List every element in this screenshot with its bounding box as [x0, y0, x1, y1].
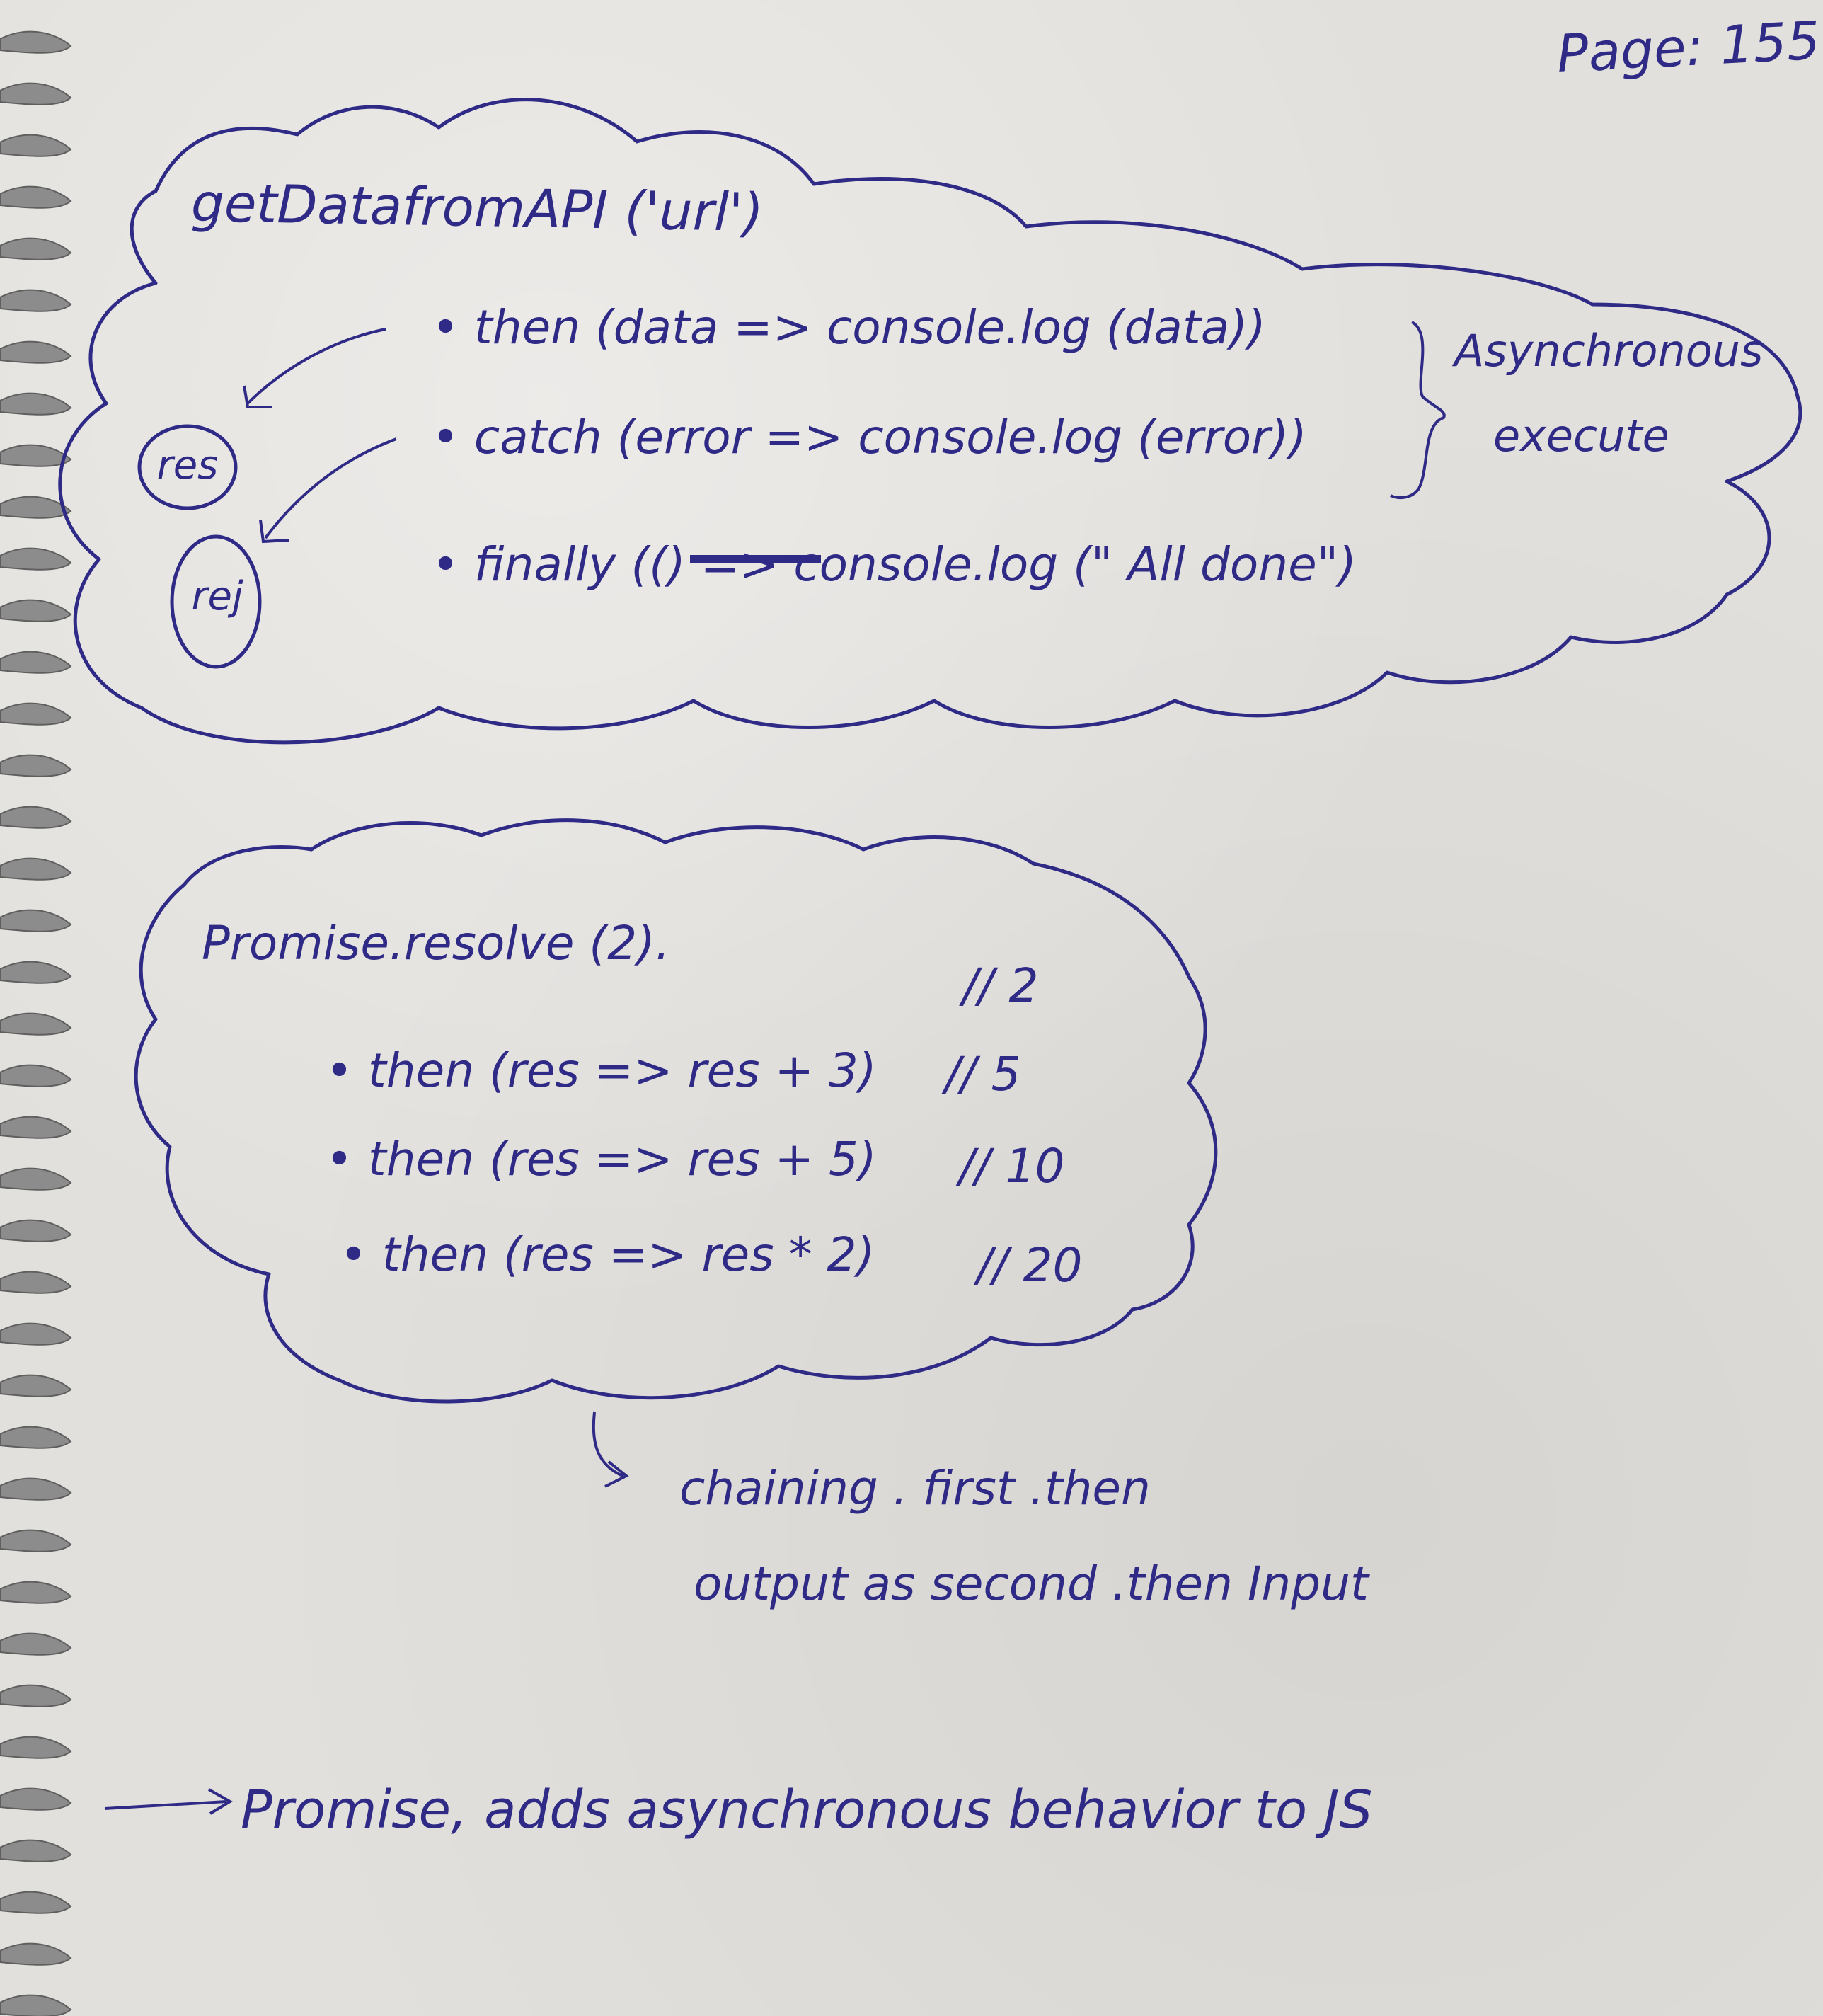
spiral-ring: [0, 754, 72, 777]
spiral-ring: [0, 1787, 72, 1811]
spiral-ring: [0, 1994, 72, 2016]
spiral-ring: [0, 1684, 72, 1707]
spiral-ring: [0, 1064, 72, 1087]
cloud2-comment-2: // 5: [945, 1047, 1021, 1101]
spiral-ring: [0, 1477, 72, 1501]
spiral-ring: [0, 340, 72, 364]
spiral-ring: [0, 1167, 72, 1191]
footer-arrow: [104, 1800, 227, 1810]
cloud2-comment-3: // 10: [959, 1139, 1065, 1193]
spiral-ring: [0, 961, 72, 984]
footer-arrow-head: [208, 1788, 233, 1815]
spiral-ring: [0, 857, 72, 881]
cloud1-line-finally: • finally (() => console.log (" All done…: [432, 537, 1357, 592]
spiral-ring: [0, 1271, 72, 1294]
spiral-ring: [0, 237, 72, 260]
spiral-ring: [0, 1219, 72, 1242]
spiral-ring: [0, 599, 72, 622]
spiral-ring: [0, 1322, 72, 1346]
spiral-ring: [0, 134, 72, 157]
cloud2-line-1: Promise.resolve (2).: [202, 916, 670, 970]
spiral-ring: [0, 909, 72, 932]
arrow-to-res: [246, 328, 386, 405]
spiral-binding: [0, 30, 72, 2016]
cloud1-line-catch: • catch (error => console.log (error)): [432, 410, 1307, 464]
arrow-to-res-head: [243, 385, 272, 408]
spiral-ring: [0, 1942, 72, 1966]
cloud2-line-3: • then (res => res + 5): [326, 1132, 877, 1186]
spiral-ring: [0, 1374, 72, 1397]
cloud-outline-2: [134, 818, 1218, 1404]
footer-note: Promise, adds asynchronous behavior to J…: [241, 1780, 1373, 1840]
spiral-ring: [0, 1426, 72, 1449]
spiral-ring: [0, 1891, 72, 1914]
spiral-ring: [0, 30, 72, 54]
async-note-line2: execute: [1493, 410, 1669, 462]
spiral-ring: [0, 82, 72, 105]
cloud2-comment-4: // 20: [977, 1238, 1083, 1293]
cloud2-line-2: • then (res => res + 3): [326, 1043, 877, 1098]
chaining-arrow-head: [604, 1460, 629, 1488]
cloud1-line-then: • then (data => console.log (data)): [432, 300, 1266, 355]
spiral-ring: [0, 185, 72, 209]
spiral-ring: [0, 702, 72, 726]
spiral-ring: [0, 1839, 72, 1862]
spiral-ring: [0, 1116, 72, 1139]
spiral-ring: [0, 1529, 72, 1552]
spiral-ring: [0, 1012, 72, 1036]
spiral-ring: [0, 444, 72, 467]
rej-label: rej: [191, 573, 243, 619]
spiral-ring: [0, 806, 72, 829]
arrow-to-rej-head: [259, 520, 289, 544]
async-note-line1: Asynchronous: [1454, 325, 1764, 377]
spiral-ring: [0, 547, 72, 571]
cloud2-line-4: • then (res => res * 2): [340, 1227, 875, 1282]
spiral-ring: [0, 651, 72, 674]
spiral-ring: [0, 392, 72, 416]
chaining-arrow: [592, 1411, 623, 1477]
arrow-to-rej: [264, 437, 397, 539]
spiral-ring: [0, 1736, 72, 1759]
cloud2-comment-1: // 2: [962, 958, 1039, 1013]
async-brace: [1390, 321, 1446, 499]
spiral-ring: [0, 496, 72, 519]
page-number: Page: 155: [1555, 10, 1822, 85]
chaining-note-line2: output as second .then Input: [694, 1557, 1369, 1611]
spiral-ring: [0, 1632, 72, 1656]
spiral-ring: [0, 289, 72, 312]
res-label: res: [156, 442, 219, 488]
cloud1-title: getDatafromAPI ('url'): [190, 173, 764, 244]
spiral-ring: [0, 1581, 72, 1604]
chaining-note-line1: chaining . first .then: [679, 1461, 1151, 1516]
